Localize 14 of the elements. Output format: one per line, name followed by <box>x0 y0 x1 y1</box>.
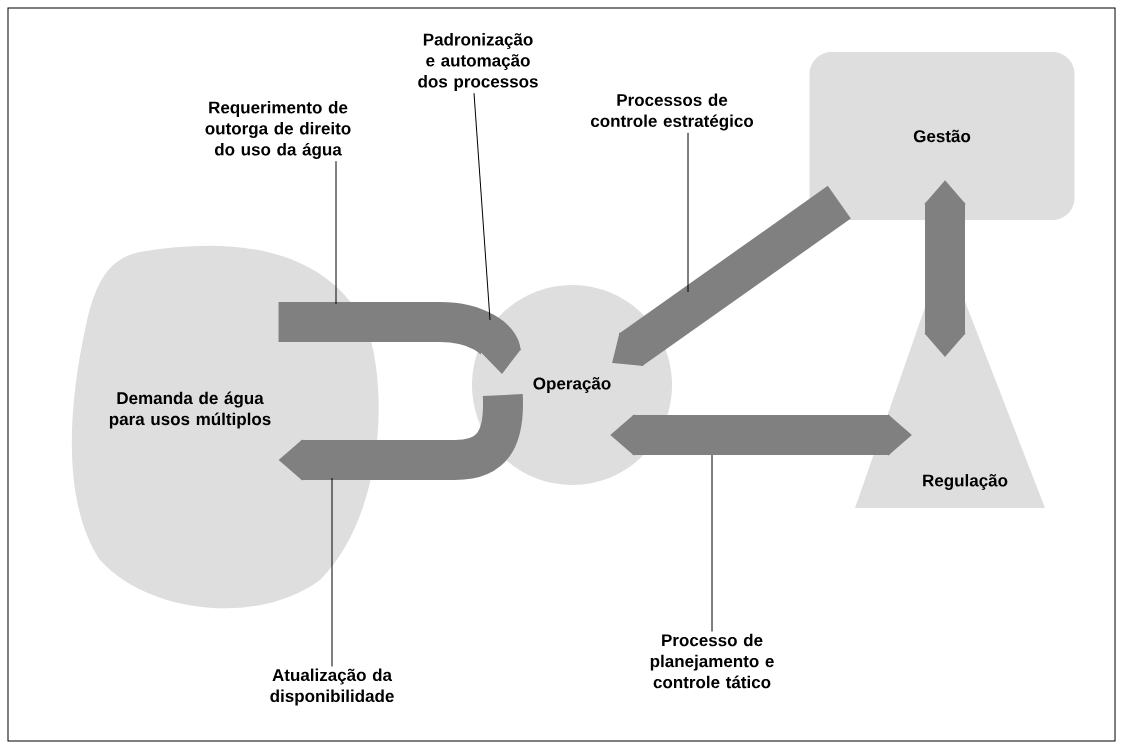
callout-text: Atualização da disponibilidade <box>270 668 394 706</box>
leader-line <box>331 477 333 667</box>
leader-line <box>711 454 713 633</box>
leader-line <box>473 92 491 321</box>
leader-line <box>687 132 689 293</box>
leader-line <box>335 160 337 305</box>
chevron-arrow <box>612 185 851 367</box>
callout-text: Processo de planejamento e controle tático <box>650 633 774 689</box>
callout-text: Padronização e automação dos processos <box>418 33 538 91</box>
regulation-triangle: Regulação <box>855 250 1045 508</box>
callout-text: Requerimento de outorga de direito do uso da água <box>205 101 351 159</box>
callout-text: Processos de controle estratégico <box>590 93 754 131</box>
management-box: Gestão <box>809 52 1075 220</box>
demand-blob: Demanda de água para usos múltiplos <box>71 245 379 609</box>
